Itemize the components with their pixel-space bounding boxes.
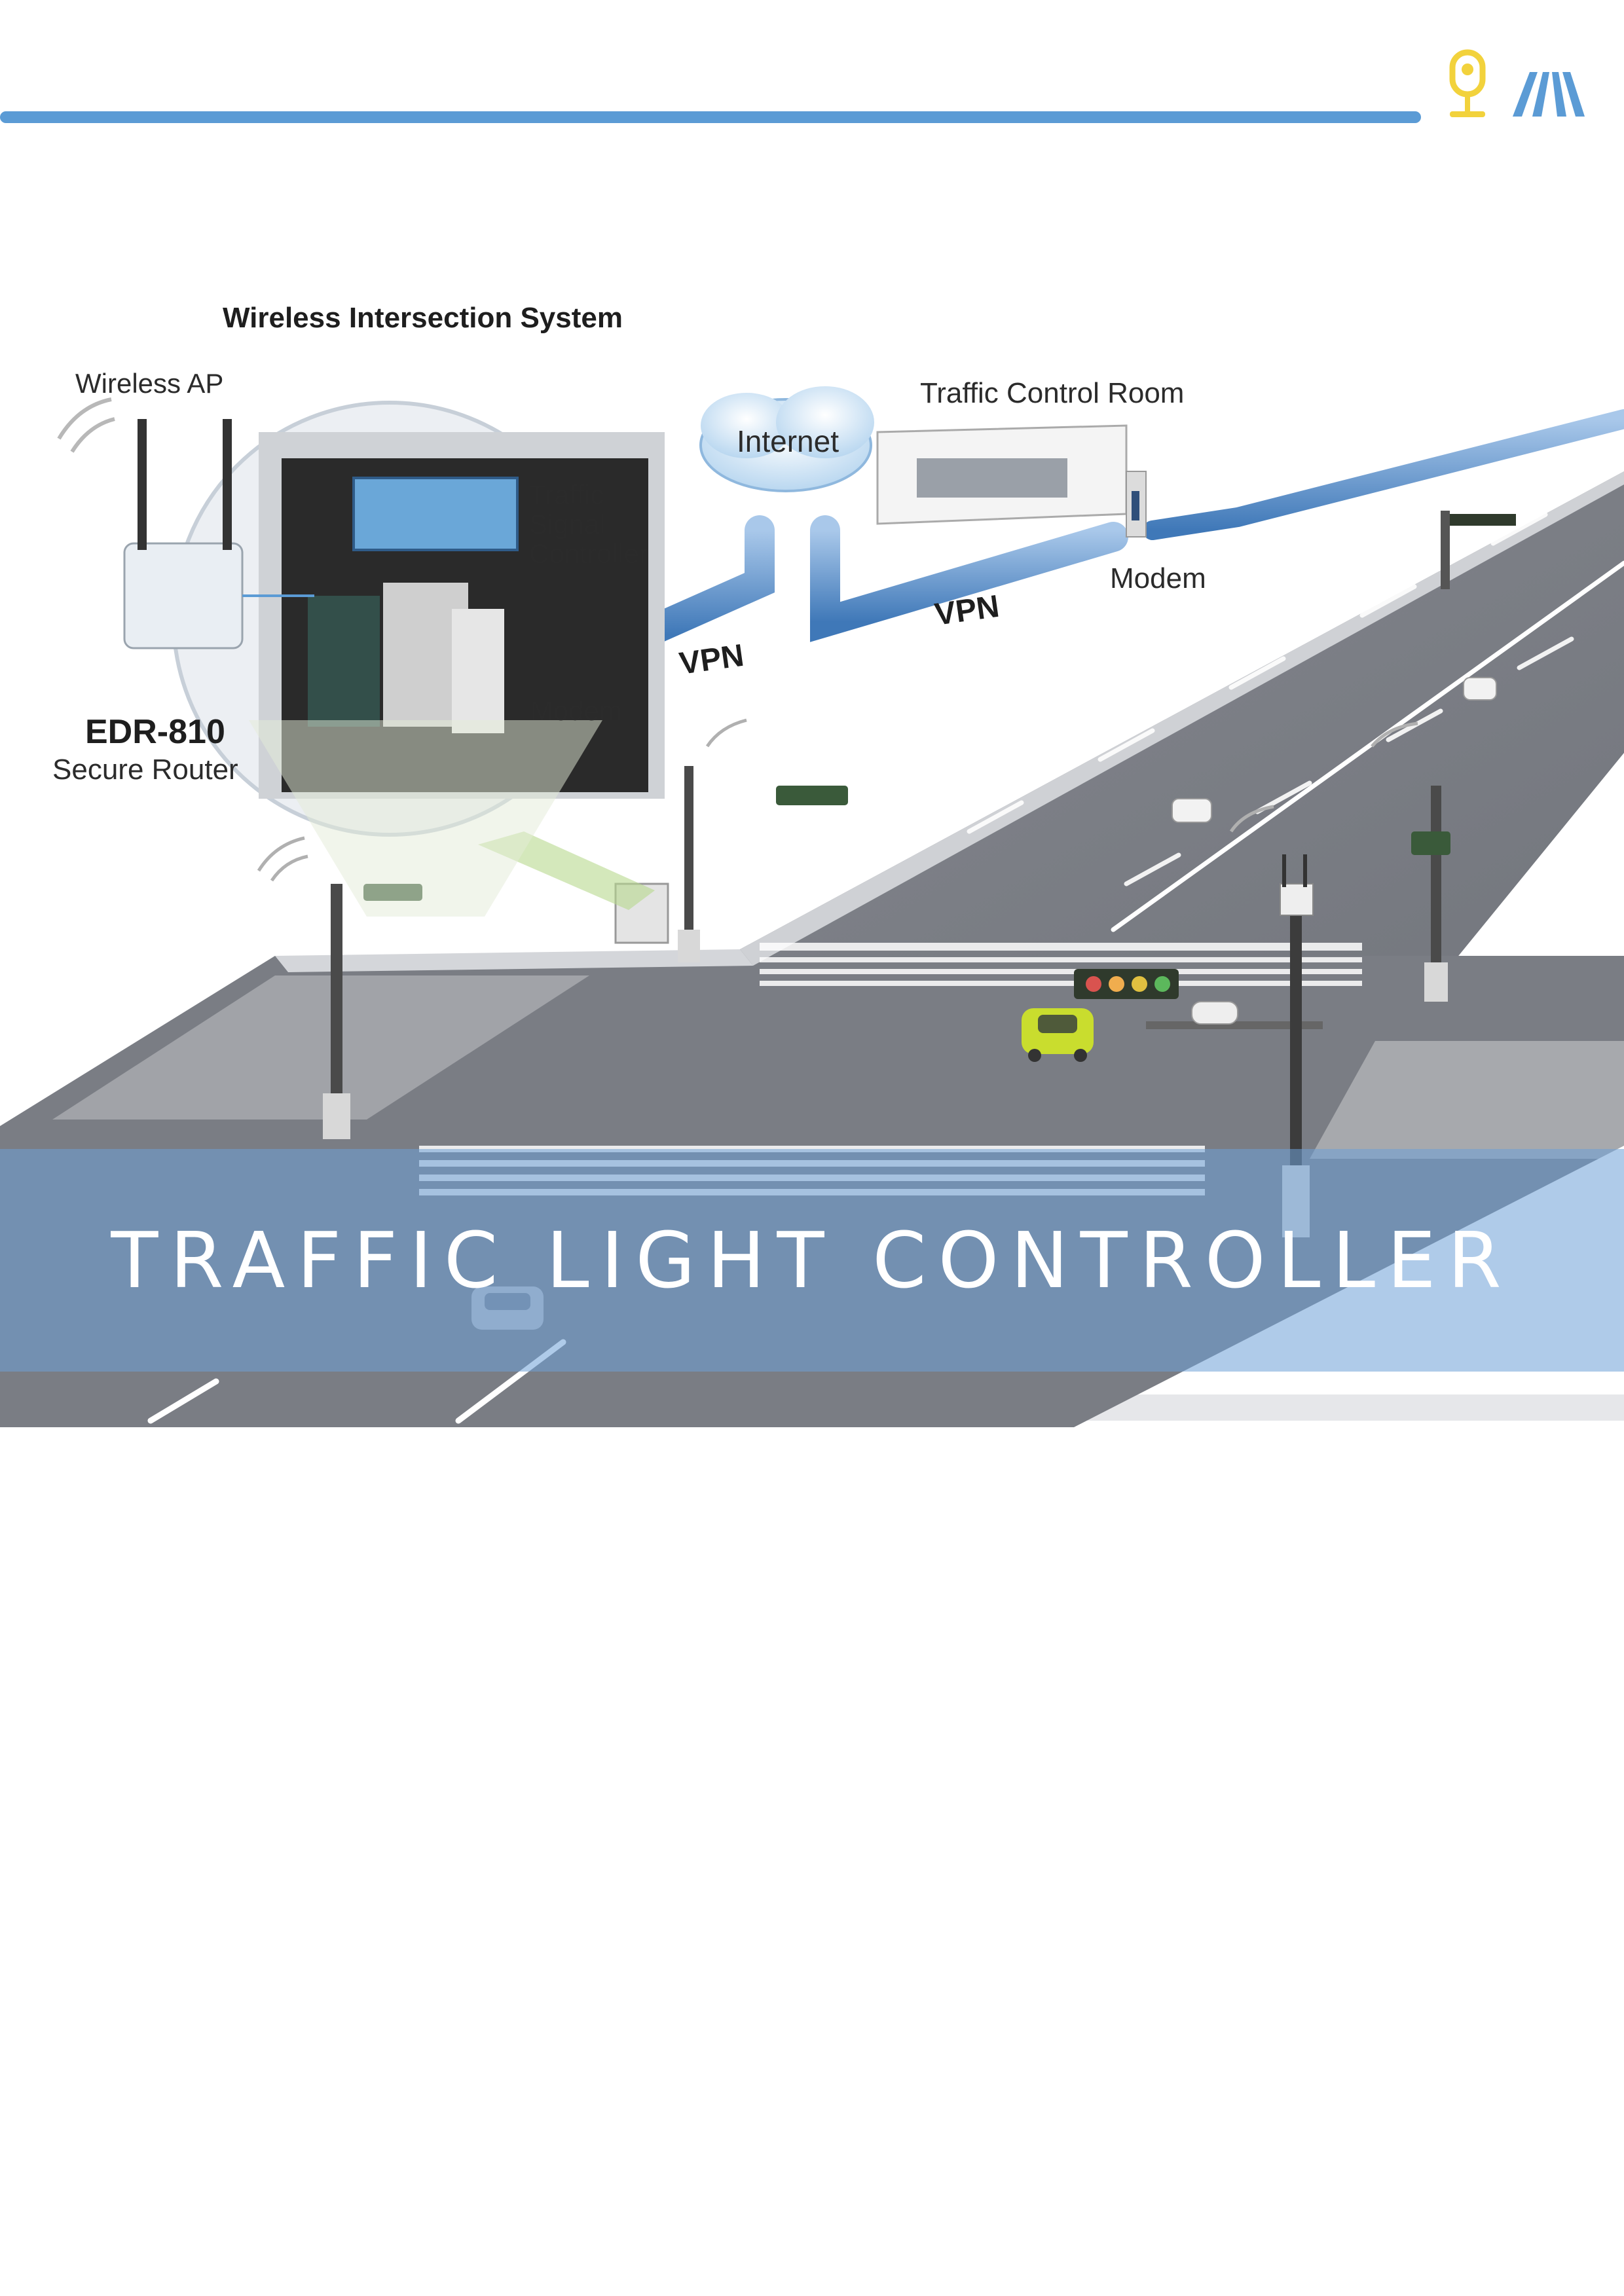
cabinet-magnifier [172, 401, 665, 917]
traffic-light-icon [1449, 49, 1486, 117]
traffic-control-room [876, 424, 1147, 538]
title-band [0, 1149, 1624, 1372]
label-modem-room: Modem [1110, 562, 1206, 594]
vpn-network [627, 409, 1624, 650]
label-controller-1: Traffic [529, 479, 604, 510]
label-wireless-ap: Wireless AP [75, 368, 223, 399]
label-router-desc: Secure Router [52, 754, 238, 786]
svg-text:Internet: Internet [737, 424, 839, 458]
header-rule [0, 111, 1421, 123]
road-stripes-icon [1513, 72, 1585, 117]
label-controller-2: Signal [529, 509, 606, 539]
page-title: TRAFFIC LIGHT CONTROLLER [111, 1215, 1513, 1305]
label-control-room: Traffic Control Room [920, 377, 1184, 409]
label-vpn-left: VPN [677, 638, 746, 682]
label-system-title: Wireless Intersection System [223, 302, 623, 334]
label-modem-cabinet: Modem [530, 695, 622, 726]
internet-cloud: Internet [699, 386, 874, 492]
wireless-ap-device [57, 397, 314, 649]
traffic-light-logo-icon [1449, 49, 1585, 117]
header-logo [1441, 46, 1611, 131]
label-controller-3: Controller [529, 538, 648, 569]
label-router-model: EDR-810 [85, 713, 225, 751]
car-yellow [1022, 1008, 1094, 1062]
